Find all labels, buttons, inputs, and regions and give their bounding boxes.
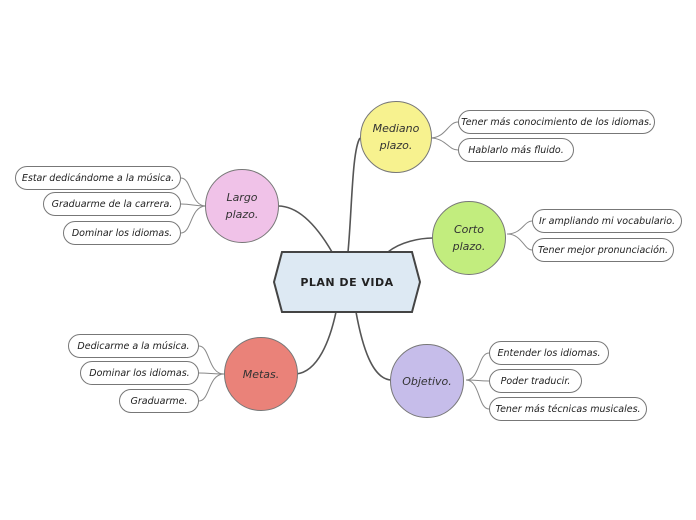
node-objetivo[interactable]: Objetivo. xyxy=(390,344,464,418)
leaf-metas-2[interactable]: Dominar los idiomas. xyxy=(80,361,199,385)
connector-largo xyxy=(277,205,333,253)
leaf-largo-2[interactable]: Graduarme de la carrera. xyxy=(43,192,181,216)
leaf-corto-2[interactable]: Tener mejor pronunciación. xyxy=(532,238,674,262)
connector-mediano xyxy=(347,137,361,253)
leaf-metas-1[interactable]: Dedicarme a la música. xyxy=(68,334,199,358)
leaf-objetivo-2[interactable]: Poder traducir. xyxy=(489,369,582,393)
node-mediano-plazo[interactable]: Mediano plazo. xyxy=(360,101,432,173)
node-metas[interactable]: Metas. xyxy=(224,337,298,411)
leaf-objetivo-3[interactable]: Tener más técnicas musicales. xyxy=(489,397,647,421)
node-largo-plazo-label: Largo plazo. xyxy=(225,191,259,221)
connector-metas xyxy=(295,311,337,375)
leaf-corto-1[interactable]: Ir ampliando mi vocabulario. xyxy=(532,209,682,233)
node-mediano-plazo-label: Mediano plazo. xyxy=(372,122,420,152)
node-largo-plazo[interactable]: Largo plazo. xyxy=(205,169,279,243)
leaf-mediano-1[interactable]: Tener más conocimiento de los idiomas. xyxy=(458,110,655,134)
connector-corto xyxy=(387,237,434,253)
leaf-largo-1[interactable]: Estar dedicándome a la música. xyxy=(15,166,181,190)
connector-objetivo xyxy=(355,311,393,381)
leaf-mediano-2[interactable]: Hablarlo más fluido. xyxy=(458,138,574,162)
node-objetivo-label: Objetivo. xyxy=(402,374,452,388)
node-corto-plazo-label: Corto plazo. xyxy=(452,223,486,253)
leaf-objetivo-1[interactable]: Entender los idiomas. xyxy=(489,341,609,365)
center-topic-label: PLAN DE VIDA xyxy=(300,275,394,289)
leaf-largo-3[interactable]: Dominar los idiomas. xyxy=(63,221,181,245)
node-metas-label: Metas. xyxy=(242,367,280,381)
center-hexagon-shape xyxy=(272,251,422,313)
leaf-metas-3[interactable]: Graduarme. xyxy=(119,389,199,413)
node-corto-plazo[interactable]: Corto plazo. xyxy=(432,201,506,275)
center-topic[interactable]: PLAN DE VIDA xyxy=(274,252,420,312)
